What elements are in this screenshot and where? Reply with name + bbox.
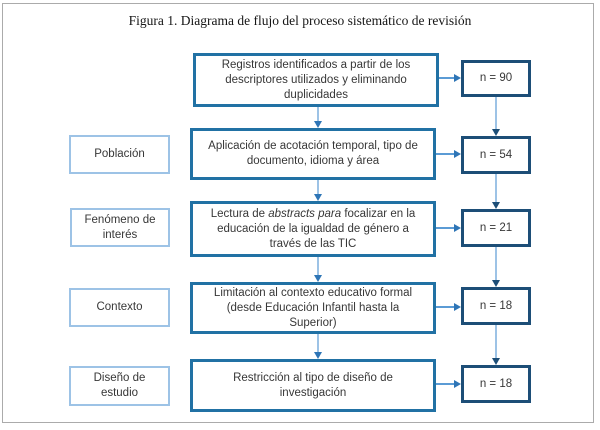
process-line: Lectura de abstracts para focalizar en l…: [211, 207, 416, 222]
process-line: duplicidades: [284, 88, 348, 101]
arrow-right-row1-head: [454, 74, 461, 82]
count-box-row2: n = 54: [461, 136, 531, 174]
arrow-down-counts-1-head: [492, 129, 500, 136]
process-line: descriptores utilizados y eliminando: [225, 73, 407, 86]
arrow-right-row1-line: [439, 77, 455, 79]
arrow-down-center-4-line: [317, 334, 319, 353]
process-line: Restricción al tipo de diseño de: [233, 371, 393, 384]
arrow-down-center-3-head: [314, 275, 322, 282]
process-line: Limitación al contexto educativo formal: [213, 286, 413, 299]
arrow-down-center-1-head: [314, 121, 322, 128]
arrow-down-counts-1-line: [495, 97, 497, 130]
process-box-contexto-educativo: Limitación al contexto educativo formal …: [190, 282, 436, 334]
arrow-down-center-1-line: [317, 107, 319, 122]
arrow-down-center-3-line: [317, 257, 319, 276]
arrow-right-row2-line: [436, 153, 455, 155]
arrow-down-counts-3-head: [492, 280, 500, 287]
process-line: (desde Educación Infantil hasta la: [226, 301, 400, 314]
arrow-down-center-4-head: [314, 352, 322, 359]
count-box-row4: n = 18: [461, 287, 531, 325]
arrow-down-center-2-head: [314, 194, 322, 201]
arrow-right-row5-head: [454, 380, 461, 388]
stage-box-poblacion: Población: [69, 135, 170, 174]
process-line: Registros identificados a partir de los: [221, 58, 411, 71]
process-box-acotacion: Aplicación de acotación temporal, tipo d…: [190, 128, 436, 180]
arrow-right-row3-head: [454, 224, 461, 232]
count-box-row1: n = 90: [461, 60, 531, 97]
arrow-right-row3-line: [436, 227, 455, 229]
process-line-segment-italic: abstracts para: [268, 207, 342, 220]
arrow-right-row4-head: [454, 303, 461, 311]
stage-box-diseno-estudio: Diseño de estudio: [69, 366, 170, 406]
arrow-down-counts-2-line: [495, 174, 497, 203]
count-box-row5: n = 18: [461, 365, 531, 403]
count-box-row3: n = 21: [461, 209, 531, 247]
process-line-segment: focalizar en la: [341, 207, 416, 220]
process-line: investigación: [279, 386, 347, 399]
process-box-abstracts: Lectura de abstracts para focalizar en l…: [190, 201, 436, 257]
process-line: Aplicación de acotación temporal, tipo d…: [208, 140, 418, 152]
stage-box-fenomeno-interes: Fenómeno de interés: [70, 208, 170, 247]
arrow-down-counts-4-line: [495, 325, 497, 359]
arrow-down-counts-3-line: [495, 247, 497, 281]
arrow-right-row5-line: [436, 383, 455, 385]
process-box-diseno-investigacion: Restricción al tipo de diseño de investi…: [190, 359, 436, 412]
process-line-segment: Lectura de: [210, 207, 269, 220]
process-box-registros: Registros identificados a partir de los …: [193, 53, 439, 107]
arrow-right-row2-head: [454, 150, 461, 158]
process-line: Superior): [289, 316, 337, 329]
figure-title: Figura 1. Diagrama de flujo del proceso …: [128, 13, 472, 28]
arrow-down-counts-4-head: [492, 358, 500, 365]
arrow-down-center-2-line: [317, 180, 319, 195]
process-line: través de las TIC: [269, 237, 357, 250]
process-line: documento, idioma y área: [246, 155, 380, 167]
arrow-down-counts-2-head: [492, 202, 500, 209]
process-line: educación de la igualdad de género a: [217, 222, 409, 235]
stage-box-contexto: Contexto: [69, 288, 170, 327]
figure-frame: [2, 3, 594, 423]
arrow-right-row4-line: [436, 306, 455, 308]
